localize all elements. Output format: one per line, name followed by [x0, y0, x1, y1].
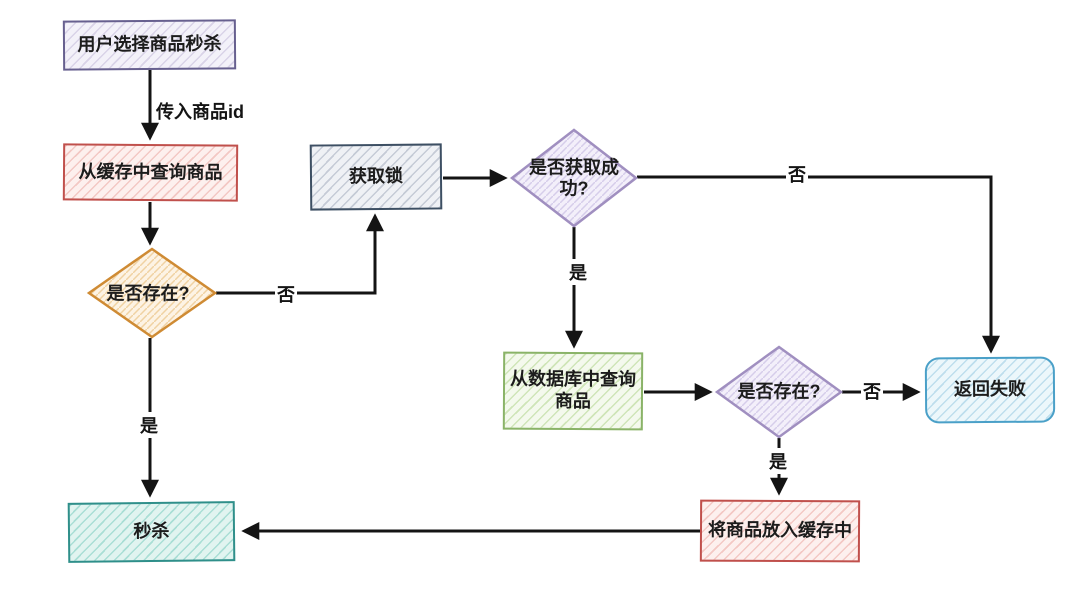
node-put-cache-label: 将商品放入缓存中	[707, 519, 853, 541]
edge-label-pass-id: 传入商品id	[156, 102, 244, 122]
edge-existscache-no-to-getlock	[216, 213, 384, 295]
node-user-select-label: 用户选择商品秒杀	[77, 33, 222, 55]
node-user-select: 用户选择商品秒杀	[62, 19, 237, 71]
node-cache-query-label: 从缓存中查询商品	[78, 161, 223, 183]
node-exists-db-label: 是否存在?	[737, 381, 821, 402]
edge-locksuccess-no-to-returnfail	[637, 175, 1000, 354]
node-exists-cache-label: 是否存在?	[106, 283, 190, 304]
node-get-lock-label: 获取锁	[348, 165, 404, 187]
node-exists-cache-shape	[86, 247, 218, 339]
node-put-cache: 将商品放入缓存中	[699, 499, 861, 563]
edge-label-cache-no: 否	[275, 281, 297, 307]
node-cache-query: 从缓存中查询商品	[62, 143, 239, 202]
edge-label-lock-yes: 是	[567, 259, 589, 285]
node-exists-db-shape	[714, 345, 844, 439]
edge-label-cache-yes: 是	[138, 412, 160, 438]
edge-label-db-no: 否	[861, 378, 883, 404]
node-db-query: 从数据库中查询商品	[502, 351, 644, 431]
node-db-query-label: 从数据库中查询商品	[510, 369, 637, 412]
node-return-fail: 返回失败	[924, 356, 1056, 424]
node-get-lock: 获取锁	[309, 143, 443, 211]
node-return-fail-label: 返回失败	[953, 378, 1027, 400]
edge-label-db-yes: 是	[767, 448, 789, 474]
edge-label-lock-no: 否	[786, 161, 808, 187]
node-lock-success-label: 是否获取成功?	[529, 157, 619, 198]
node-lock-success-shape	[509, 128, 639, 228]
node-seckill: 秒杀	[67, 501, 236, 563]
node-seckill-label: 秒杀	[133, 521, 170, 542]
